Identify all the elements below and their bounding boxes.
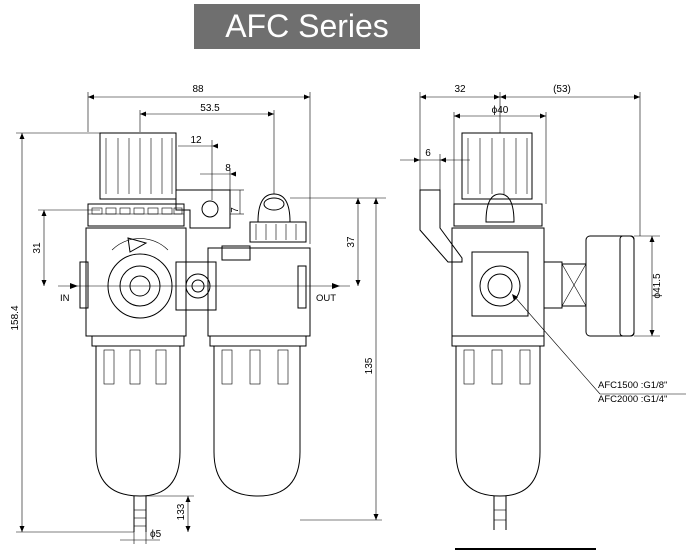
dim-133: 133 — [176, 503, 187, 520]
dim-135: 135 — [364, 357, 375, 374]
front-view: 88 53.5 12 8 7 31 158.4 37 135 133 ϕ5 IN… — [10, 84, 386, 544]
side-knurled-ring — [453, 203, 543, 227]
port-note-afc2000: AFC2000 :G1/4" — [598, 394, 667, 405]
side-bowl — [451, 335, 545, 530]
dim-6: 6 — [425, 148, 431, 159]
port-note-afc1500: AFC1500 :G1/8" — [598, 380, 667, 391]
pressure-gauge — [561, 235, 635, 337]
side-view: 32 (53) ϕ40 6 ϕ41.5 AFC1500 :G1/8" AFC20… — [400, 84, 686, 530]
dim-37: 37 — [346, 236, 357, 248]
dim-diameter-40: ϕ40 — [492, 105, 509, 116]
title-banner: AFC Series — [194, 4, 420, 49]
dim-overall-width: 88 — [192, 84, 204, 95]
dim-12: 12 — [190, 135, 202, 146]
dimension-lines-side — [400, 92, 686, 395]
dim-32: 32 — [454, 84, 466, 95]
dim-31: 31 — [32, 242, 43, 254]
side-body — [451, 227, 563, 337]
dim-gauge-diameter: ϕ41.5 — [652, 273, 663, 299]
dim-8: 8 — [225, 163, 231, 174]
filter-regulator-body — [79, 227, 187, 337]
dim-53: (53) — [553, 84, 571, 95]
dim-overall-height: 158.4 — [10, 305, 21, 330]
lubricator — [207, 193, 311, 337]
label-out: OUT — [316, 293, 336, 304]
page-title: AFC Series — [225, 8, 389, 44]
side-lubricator-cap — [485, 193, 515, 223]
dim-diameter-5: ϕ5 — [150, 529, 162, 540]
dim-center-distance: 53.5 — [200, 103, 220, 114]
filter-bowl — [91, 335, 185, 532]
knurled-ring — [87, 203, 185, 227]
dim-7: 7 — [230, 207, 241, 213]
side-bracket — [419, 189, 463, 263]
regulator-knob — [99, 132, 177, 200]
dimension-lines-front — [16, 92, 386, 544]
side-regulator-knob — [461, 132, 533, 200]
lubricator-bowl — [209, 335, 307, 497]
label-in: IN — [60, 293, 70, 304]
